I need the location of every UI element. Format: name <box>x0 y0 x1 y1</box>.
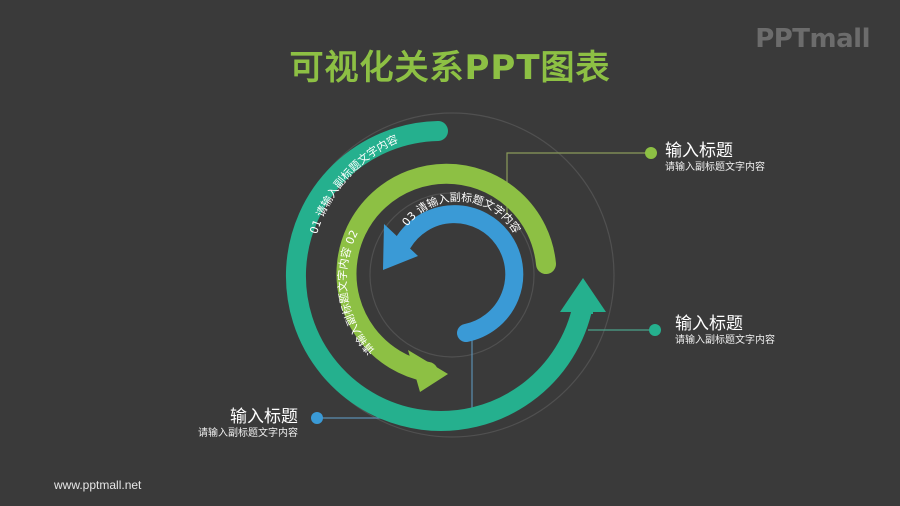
guide-circle-inner <box>369 192 535 358</box>
callout-subtitle: 请输入副标题文字内容 <box>198 428 298 439</box>
ring-green <box>336 163 556 382</box>
footer-url: www.pptmall.net <box>54 478 142 492</box>
callout-top-right: 输入标题 请输入副标题文字内容 <box>665 141 765 174</box>
page-title: 可视化关系PPT图表 <box>289 48 611 88</box>
callout-dot-teal <box>649 324 661 336</box>
callout-middle-right: 输入标题 请输入副标题文字内容 <box>675 314 775 347</box>
ring-blue <box>394 205 524 342</box>
callout-title: 输入标题 <box>665 141 733 161</box>
callout-dot-green <box>645 147 657 159</box>
arrow-green-icon <box>408 350 448 392</box>
callout-dot-blue <box>311 412 323 424</box>
callout-title: 输入标题 <box>230 407 298 427</box>
callout-subtitle: 请输入副标题文字内容 <box>665 162 765 173</box>
pptmall-logo: PPTmall <box>755 24 870 54</box>
callout-subtitle: 请输入副标题文字内容 <box>675 335 775 346</box>
callout-bottom-left: 输入标题 请输入副标题文字内容 <box>198 407 298 440</box>
arrow-teal-icon <box>560 278 606 312</box>
ring-teal <box>286 121 593 431</box>
callout-title: 输入标题 <box>675 314 743 334</box>
arrow-blue-icon <box>383 224 418 270</box>
